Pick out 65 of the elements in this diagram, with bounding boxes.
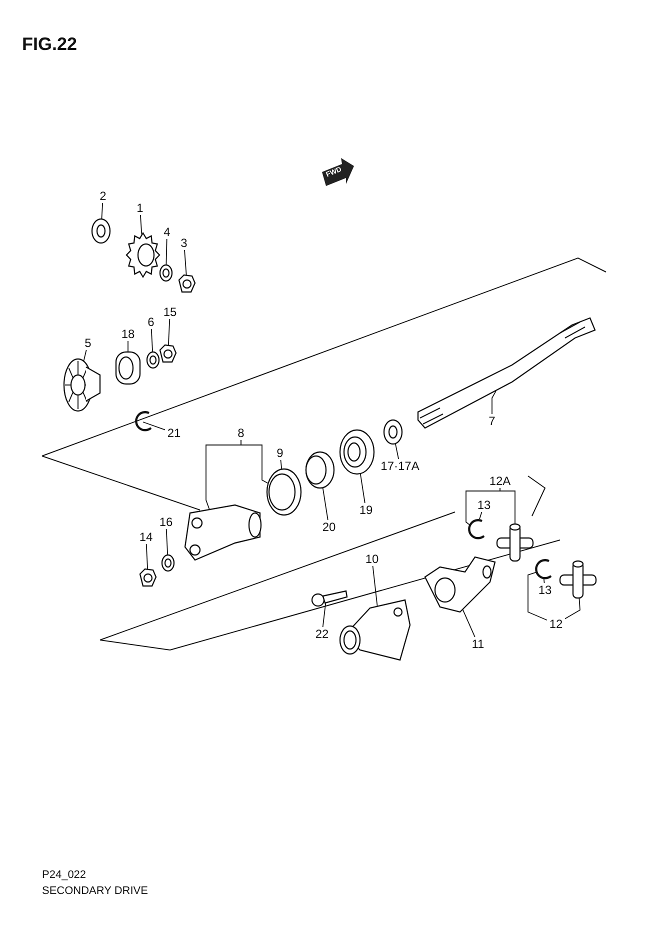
leader-line	[466, 488, 500, 526]
callout-number: 19	[357, 503, 375, 517]
leader-line	[140, 214, 142, 235]
leader-line	[322, 487, 328, 520]
bevel-gear-drawing	[126, 232, 160, 278]
leader-line	[360, 473, 366, 504]
washer-drawing	[383, 419, 403, 445]
leader-line	[280, 460, 282, 470]
flange-yoke-drawing	[424, 556, 496, 613]
leader-line	[184, 250, 187, 276]
leader-line	[479, 512, 482, 520]
leader-line	[166, 238, 168, 265]
callout-number: 18	[119, 327, 137, 341]
leader-line	[372, 566, 378, 606]
callout-number: 20	[320, 520, 338, 534]
callout-number: 13	[536, 583, 554, 597]
leader-line	[500, 488, 516, 524]
universal-joint-spider-drawing	[559, 560, 597, 599]
leader-line	[394, 443, 399, 460]
callout-number: 12	[547, 617, 565, 631]
shaft-drawing	[417, 317, 596, 429]
washer-drawing	[159, 264, 173, 282]
figure-title: FIG.22	[22, 34, 78, 55]
circlip-drawing	[135, 411, 152, 432]
leader-line	[543, 578, 545, 584]
callout-number: 21	[165, 426, 183, 440]
figure-caption: SECONDARY DRIVE	[42, 885, 148, 897]
callout-number: 14	[137, 530, 155, 544]
circlip-drawing	[535, 559, 552, 580]
bearing-drawing	[115, 351, 141, 385]
bearing-drawing	[339, 429, 375, 475]
callout-number: 22	[313, 627, 331, 641]
bevel-gear-drawing	[63, 358, 101, 412]
callout-number: 12A	[488, 474, 512, 488]
washer-drawing	[91, 218, 111, 244]
callout-number: 13	[475, 498, 493, 512]
leader-line	[322, 602, 326, 628]
callout-number: 15	[161, 305, 179, 319]
nut-drawing	[139, 568, 157, 587]
leader-line	[240, 440, 268, 484]
leader-line	[166, 528, 168, 555]
reference-code: P24_022	[42, 869, 86, 881]
washer-drawing	[161, 554, 175, 572]
leader-line	[528, 572, 548, 621]
housing-drawing	[339, 599, 411, 661]
nut-drawing	[178, 274, 196, 293]
callout-number: 16	[157, 515, 175, 529]
bolt-drawing	[311, 590, 348, 607]
leader-line	[101, 202, 104, 219]
leader-line	[150, 328, 153, 352]
leader-line	[168, 318, 170, 346]
nut-drawing	[159, 344, 177, 363]
spacer-ring-drawing	[305, 451, 335, 489]
leader-line	[492, 390, 496, 414]
leader-line	[142, 422, 166, 430]
leader-line	[146, 544, 148, 570]
leader-line	[564, 598, 580, 620]
callout-number: 10	[363, 552, 381, 566]
leader-line	[462, 609, 476, 638]
washer-drawing	[146, 351, 160, 369]
universal-joint-spider-drawing	[496, 523, 534, 562]
yoke-drawing	[184, 504, 262, 561]
leader-line	[83, 350, 87, 362]
circlip-drawing	[468, 519, 485, 540]
oil-seal-drawing	[266, 468, 302, 516]
